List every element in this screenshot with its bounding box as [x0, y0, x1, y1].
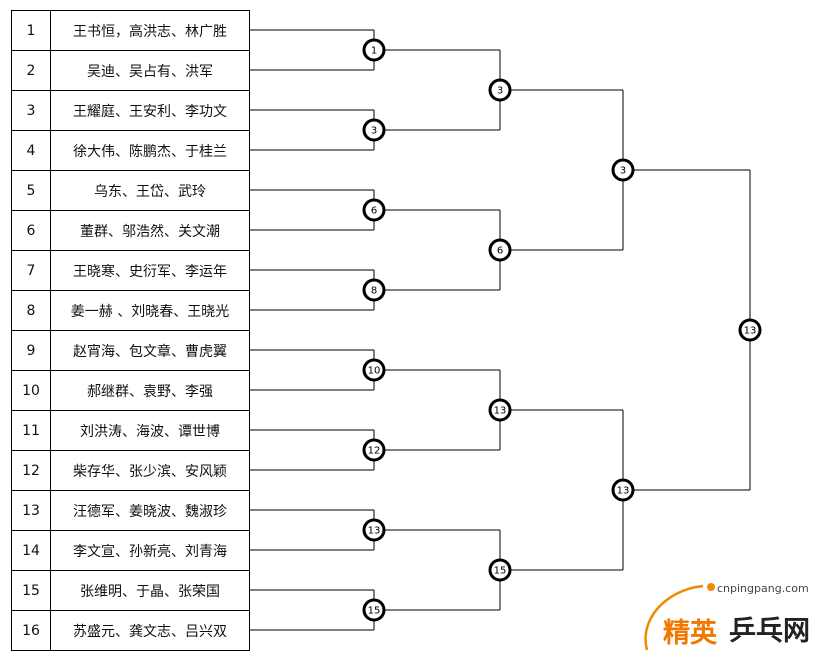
entry-team: 张维明、于晶、张荣国: [50, 570, 250, 611]
match-node: 12: [362, 438, 386, 462]
match-node: 8: [362, 278, 386, 302]
match-winner-seed: 13: [368, 526, 381, 537]
match-node-circle: [362, 438, 386, 462]
entry-team: 乌东、王岱、武玲: [50, 170, 250, 211]
entry-seed: 10: [11, 370, 51, 411]
match-winner-seed: 15: [368, 606, 381, 617]
match-winner-seed: 1: [371, 46, 377, 57]
match-node: 13: [488, 398, 512, 422]
match-node-circle: [611, 158, 635, 182]
match-node: 3: [362, 118, 386, 142]
match-winner-seed: 15: [494, 566, 507, 577]
entry-team: 王耀庭、王安利、李功文: [50, 90, 250, 131]
watermark-brand-b: 乒乓网: [729, 616, 810, 647]
match-node-circle: [362, 358, 386, 382]
match-winner-seed: 13: [617, 486, 630, 497]
entry-seed: 8: [11, 290, 51, 331]
match-node: 3: [488, 78, 512, 102]
match-node-circle: [488, 558, 512, 582]
entry-seed: 1: [11, 10, 51, 51]
entry-team: 徐大伟、陈鹏杰、于桂兰: [50, 130, 250, 171]
bracket-lines: [250, 29, 751, 631]
watermark-brand-a: 精英: [663, 618, 718, 649]
entry-team: 苏盛元、龚文志、吕兴双: [50, 610, 250, 651]
match-node: 1: [362, 38, 386, 62]
match-node: 3: [611, 158, 635, 182]
ball-icon: [707, 583, 715, 591]
match-node: 6: [488, 238, 512, 262]
match-node-circle: [738, 318, 762, 342]
entry-team: 赵宵海、包文章、曹虎翼: [50, 330, 250, 371]
match-node-circle: [488, 238, 512, 262]
match-winner-seed: 6: [497, 246, 503, 257]
paddle-icon: [644, 584, 704, 651]
watermark-site: cnpingpang.com: [717, 582, 809, 595]
match-node-circle: [362, 198, 386, 222]
match-winner-seed: 10: [368, 366, 381, 377]
entry-seed: 12: [11, 450, 51, 491]
match-node-circle: [488, 398, 512, 422]
match-node-circle: [611, 478, 635, 502]
match-node-circle: [488, 78, 512, 102]
entry-team: 李文宣、孙新亮、刘青海: [50, 530, 250, 571]
entry-team: 王晓寒、史衍军、李运年: [50, 250, 250, 291]
match-node-circle: [362, 598, 386, 622]
match-winner-seed: 13: [744, 326, 757, 337]
match-node-circle: [362, 118, 386, 142]
entry-team: 董群、邬浩然、关文潮: [50, 210, 250, 251]
match-node: 13: [738, 318, 762, 342]
entry-team: 姜一赫 、刘晓春、王晓光: [50, 290, 250, 331]
match-node: 6: [362, 198, 386, 222]
entry-team: 吴迪、吴占有、洪军: [50, 50, 250, 91]
match-winner-seed: 3: [371, 126, 377, 137]
match-node-circle: [362, 518, 386, 542]
match-node: 10: [362, 358, 386, 382]
match-winner-seed: 3: [620, 166, 626, 177]
entry-team: 汪德军、姜晓波、魏淑珍: [50, 490, 250, 531]
match-winner-seed: 3: [497, 86, 503, 97]
entry-team: 刘洪涛、海波、谭世博: [50, 410, 250, 451]
entry-seed: 15: [11, 570, 51, 611]
match-node-circle: [362, 278, 386, 302]
match-winner-seed: 13: [494, 406, 507, 417]
entry-seed: 14: [11, 530, 51, 571]
match-winner-seed: 6: [371, 206, 377, 217]
entry-seed: 5: [11, 170, 51, 211]
match-node: 15: [362, 598, 386, 622]
match-node: 15: [488, 558, 512, 582]
match-node-circle: [362, 38, 386, 62]
match-winner-seed: 8: [371, 286, 377, 297]
entry-seed: 9: [11, 330, 51, 371]
match-node: 13: [611, 478, 635, 502]
match-winner-seed: 12: [368, 446, 381, 457]
watermark-logo: cnpingpang.com 精英 乒乓网: [644, 582, 810, 651]
match-node: 13: [362, 518, 386, 542]
